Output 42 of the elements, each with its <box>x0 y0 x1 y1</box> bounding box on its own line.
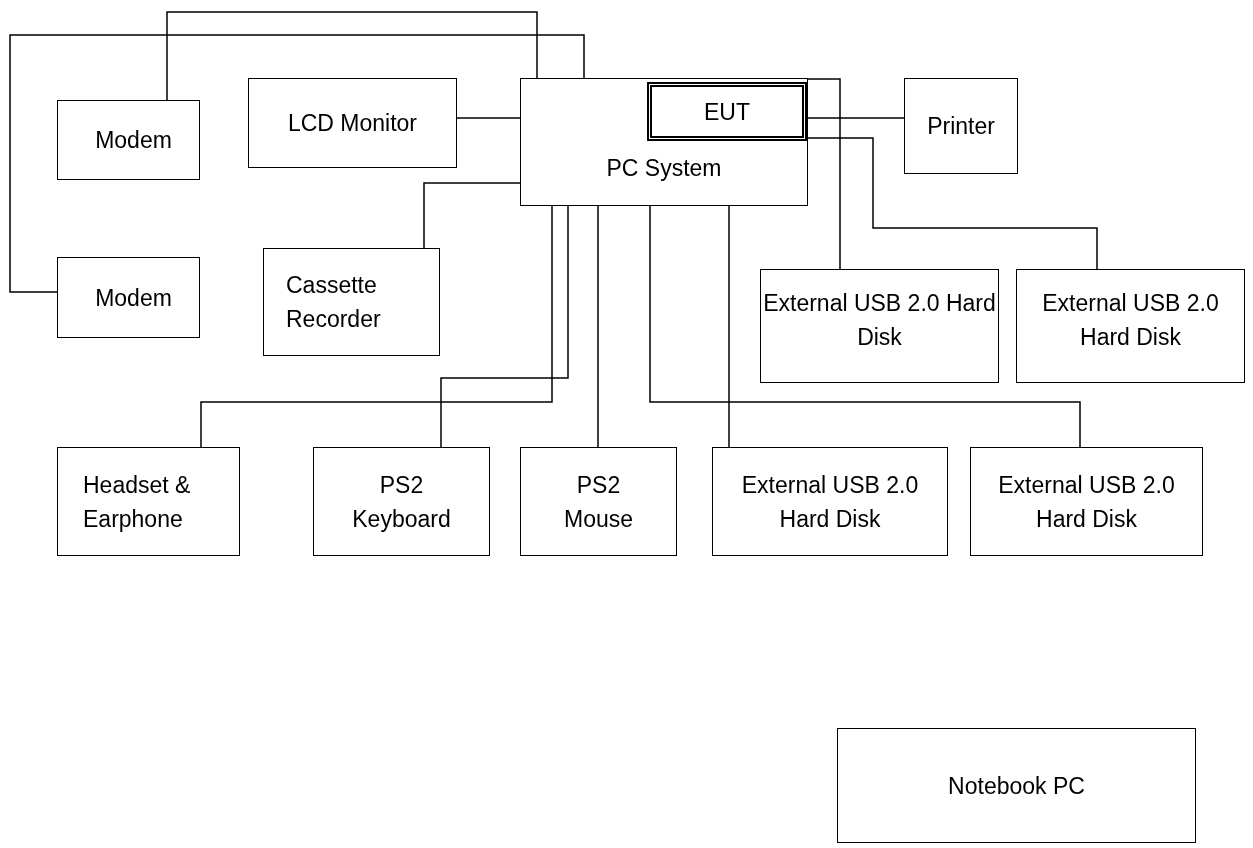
device-box <box>712 447 948 556</box>
device-label: External USB 2.0 Hard Disk <box>740 470 920 534</box>
device-label: External USB 2.0 Hard Disk <box>762 289 997 352</box>
device-label: External USB 2.0 Hard Disk <box>997 470 1176 534</box>
cable-line <box>805 117 905 119</box>
cable-line <box>9 34 585 293</box>
device-label: LCD Monitor <box>287 109 418 138</box>
device-box <box>837 728 1196 843</box>
cable-line <box>597 205 599 448</box>
device-label: Printer <box>927 112 995 141</box>
device-box <box>263 248 440 356</box>
cable-line <box>423 182 521 249</box>
cable-line <box>649 205 1081 448</box>
device-box <box>970 447 1203 556</box>
device-label: Modem <box>95 283 172 313</box>
device-box <box>57 257 200 338</box>
device-label: EUT <box>704 97 750 127</box>
device-box <box>313 447 490 556</box>
device-label: PS2 Keyboard <box>351 470 452 534</box>
device-box <box>904 78 1018 174</box>
device-box <box>520 78 808 206</box>
device-box <box>520 447 677 556</box>
device-box <box>1016 269 1245 383</box>
cable-line <box>805 137 1098 270</box>
device-label: Cassette Recorder <box>286 271 382 334</box>
device-label: Notebook PC <box>948 771 1085 801</box>
cable-line <box>440 205 569 448</box>
cable-line <box>200 205 553 448</box>
device-label: Modem <box>95 126 172 155</box>
device-label: PS2 Mouse <box>562 470 634 534</box>
cable-line <box>166 11 538 101</box>
device-label: External USB 2.0 Hard Disk <box>1041 289 1220 352</box>
device-label: PC System <box>606 154 722 183</box>
cable-line <box>456 117 521 119</box>
cable-line <box>728 205 730 448</box>
eut-box <box>647 82 807 141</box>
device-box <box>760 269 999 383</box>
cable-line <box>807 78 841 270</box>
device-box <box>57 447 240 556</box>
device-box <box>248 78 457 168</box>
device-label: Headset & Earphone <box>83 470 192 534</box>
device-box <box>57 100 200 180</box>
